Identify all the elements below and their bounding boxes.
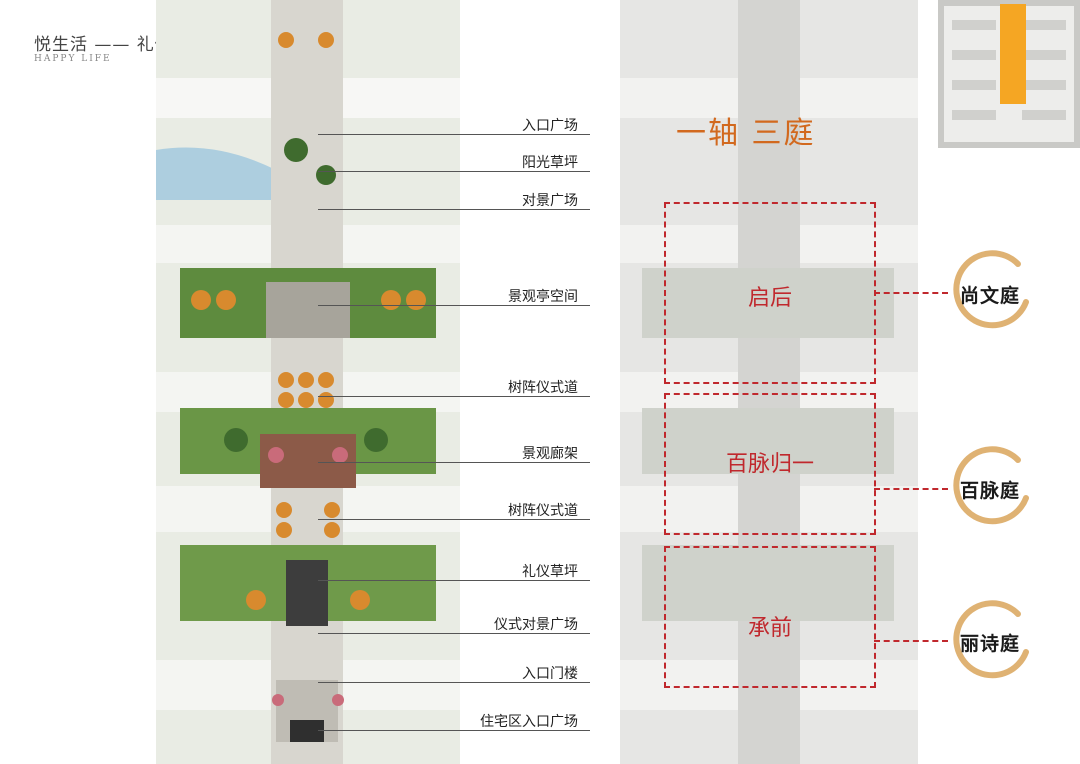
plan-label: 景观亭空间 bbox=[508, 289, 578, 305]
leader-line bbox=[318, 305, 590, 306]
plan-label: 礼仪草坪 bbox=[522, 564, 578, 580]
plan-label: 入口门楼 bbox=[522, 666, 578, 682]
key-map-image bbox=[938, 0, 1080, 148]
zone-label: 启后 bbox=[747, 286, 792, 311]
page-subtitle: HAPPY LIFE bbox=[34, 54, 112, 64]
leader-line bbox=[318, 209, 590, 210]
plan-label: 树阵仪式道 bbox=[508, 503, 578, 519]
zone-label: 承前 bbox=[747, 616, 792, 641]
zone-connector bbox=[874, 292, 948, 294]
leader-line bbox=[318, 580, 590, 581]
concept-slogan: 一轴 三庭 bbox=[676, 116, 816, 151]
zone-connector bbox=[874, 488, 948, 490]
leader-line bbox=[318, 462, 590, 463]
leader-line bbox=[318, 730, 590, 731]
brush-circle-icon bbox=[953, 446, 1029, 525]
leader-line bbox=[318, 396, 590, 397]
zone-connector bbox=[874, 640, 948, 642]
plan-label: 景观廊架 bbox=[522, 446, 578, 462]
plan-label: 对景广场 bbox=[522, 193, 578, 209]
leader-line bbox=[318, 134, 590, 135]
master-plan-image bbox=[156, 0, 460, 764]
leader-line bbox=[318, 682, 590, 683]
brush-circle-icon bbox=[953, 600, 1029, 679]
leader-line bbox=[318, 171, 590, 172]
plan-label: 入口广场 bbox=[522, 118, 578, 134]
court-label: 百脉庭 bbox=[959, 480, 1020, 502]
plan-label: 阳光草坪 bbox=[522, 155, 578, 171]
plan-label: 仪式对景广场 bbox=[494, 617, 578, 633]
leader-line bbox=[318, 633, 590, 634]
brush-circle-icon bbox=[953, 250, 1029, 329]
court-label: 尚文庭 bbox=[959, 285, 1020, 307]
zone-label: 百脉归一 bbox=[725, 452, 814, 477]
plan-label: 住宅区入口广场 bbox=[480, 714, 578, 730]
zone-box-chengqian bbox=[664, 546, 876, 688]
court-label: 丽诗庭 bbox=[959, 633, 1020, 655]
leader-line bbox=[318, 519, 590, 520]
zone-box-baimai bbox=[664, 393, 876, 535]
plan-label: 树阵仪式道 bbox=[508, 380, 578, 396]
